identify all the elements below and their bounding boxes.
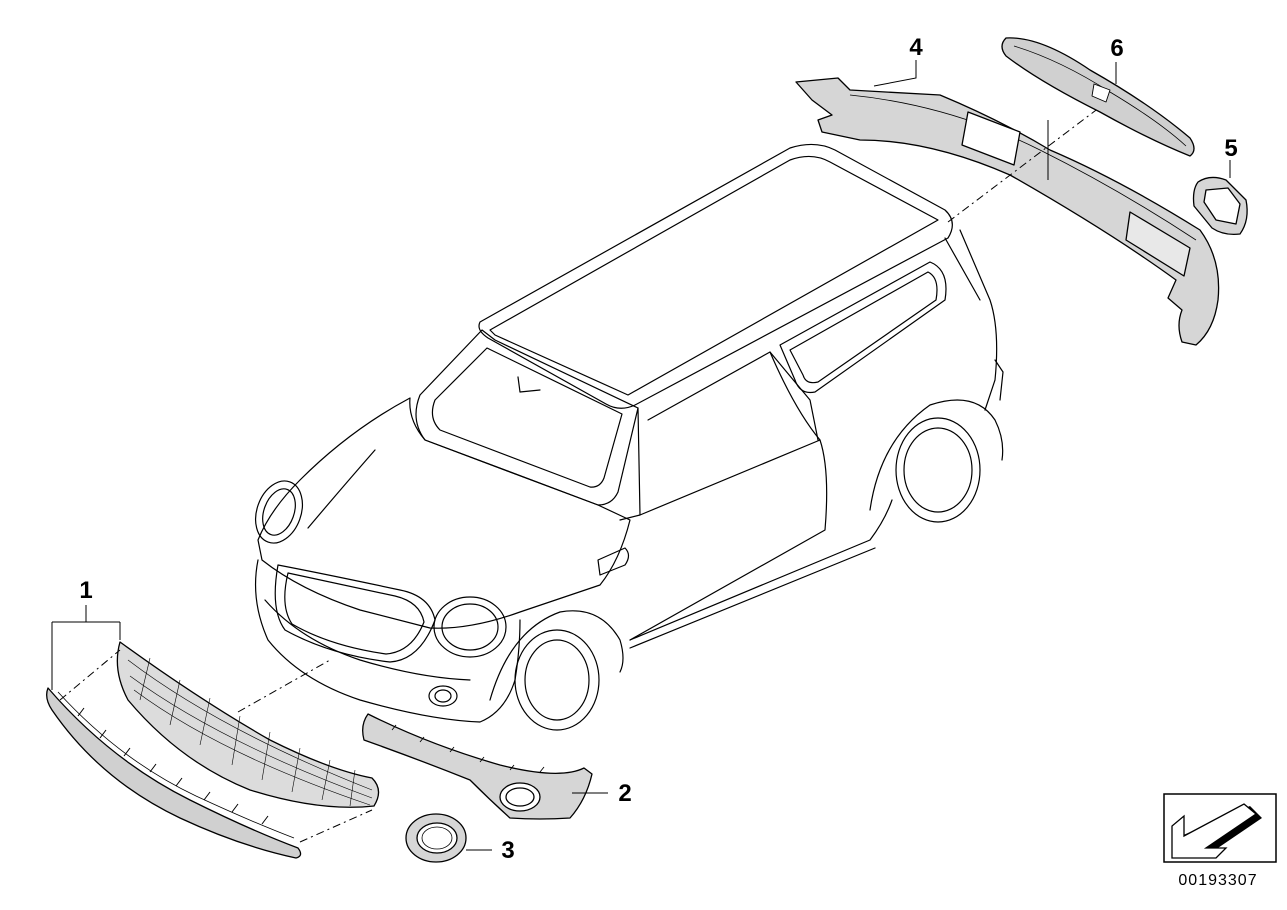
part-1-grille xyxy=(46,641,380,859)
callout-5: 5 xyxy=(1224,135,1237,162)
callout-2: 2 xyxy=(618,780,631,807)
part-1-leaders xyxy=(51,605,373,843)
document-number: 00193307 xyxy=(1178,872,1258,889)
part-5-reflector-trim xyxy=(1192,176,1248,236)
part-3-fog-ring xyxy=(405,813,467,863)
callout-4: 4 xyxy=(909,34,923,61)
callout-3: 3 xyxy=(501,837,514,864)
callout-1: 1 xyxy=(79,577,92,604)
orientation-arrow-icon xyxy=(1163,793,1277,863)
car-illustration xyxy=(254,143,1004,731)
part-4-rear-trim xyxy=(795,77,1220,346)
part-6-spoiler xyxy=(1001,37,1195,157)
part-2-bumper-trim xyxy=(362,713,593,820)
callout-6: 6 xyxy=(1110,35,1123,62)
part-4-leader xyxy=(873,60,917,87)
